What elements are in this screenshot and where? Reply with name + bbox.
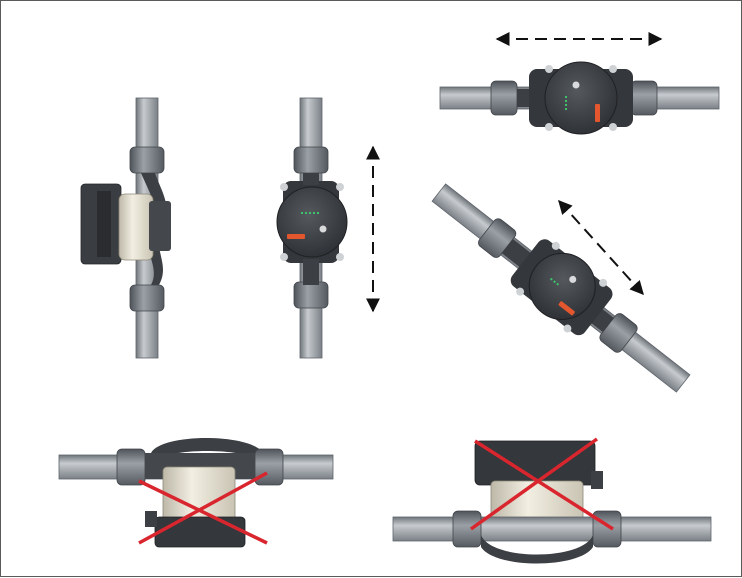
not-allowed-cross-icon-2 <box>469 437 614 531</box>
horizontal-front-view <box>439 32 720 135</box>
status-led-icon-h <box>565 96 567 110</box>
button-icon <box>319 225 327 233</box>
brand-logo-icon <box>287 234 305 239</box>
motor-below-pipe-view <box>58 438 334 548</box>
brand-logo-icon-h <box>595 104 600 122</box>
diagonal-front-view <box>431 183 691 393</box>
not-allowed-cross-icon <box>138 471 268 545</box>
button-icon-h <box>572 81 580 89</box>
vertical-side-view <box>80 97 171 359</box>
vertical-front-view <box>276 97 380 359</box>
motor-above-pipe-view <box>392 437 712 564</box>
diagonal-orientation-arrow <box>558 199 644 296</box>
status-led-icon <box>301 212 319 214</box>
